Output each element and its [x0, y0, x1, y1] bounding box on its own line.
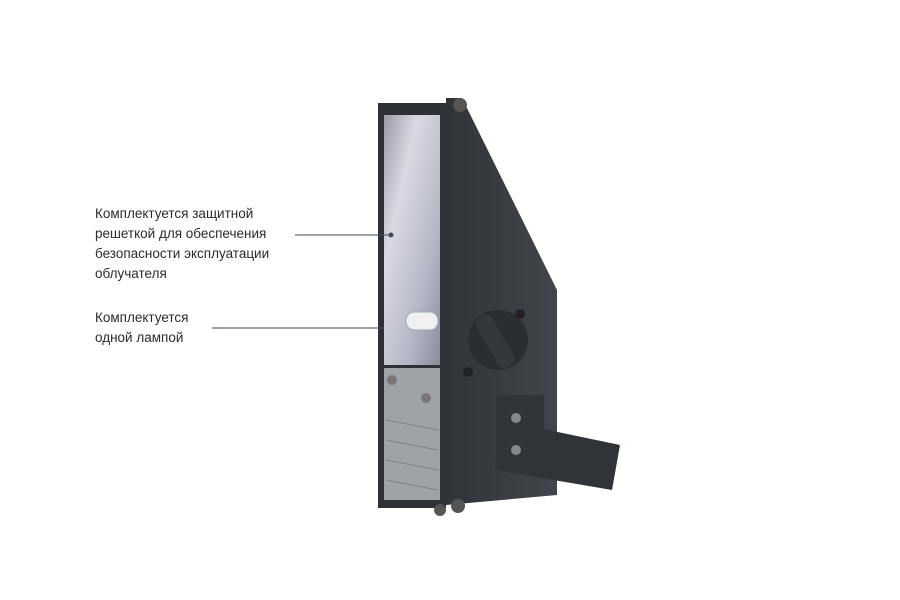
- callout-line: Комплектуется защитной: [95, 206, 254, 221]
- callout-single-lamp: Комплектуется одной лампой: [95, 308, 189, 348]
- callout-dot-grid: [388, 232, 394, 238]
- lower-box: [384, 368, 440, 500]
- lamp-bulb: [405, 311, 439, 331]
- callout-line: одной лампой: [95, 330, 184, 345]
- callout-line: решеткой для обеспечения: [95, 226, 267, 241]
- callout-line: облучателя: [95, 266, 167, 281]
- callout-protective-grid: Комплектуется защитной решеткой для обес…: [95, 204, 269, 284]
- callout-line: Комплектуется: [95, 310, 189, 325]
- callout-line: безопасности эксплуатации: [95, 246, 270, 261]
